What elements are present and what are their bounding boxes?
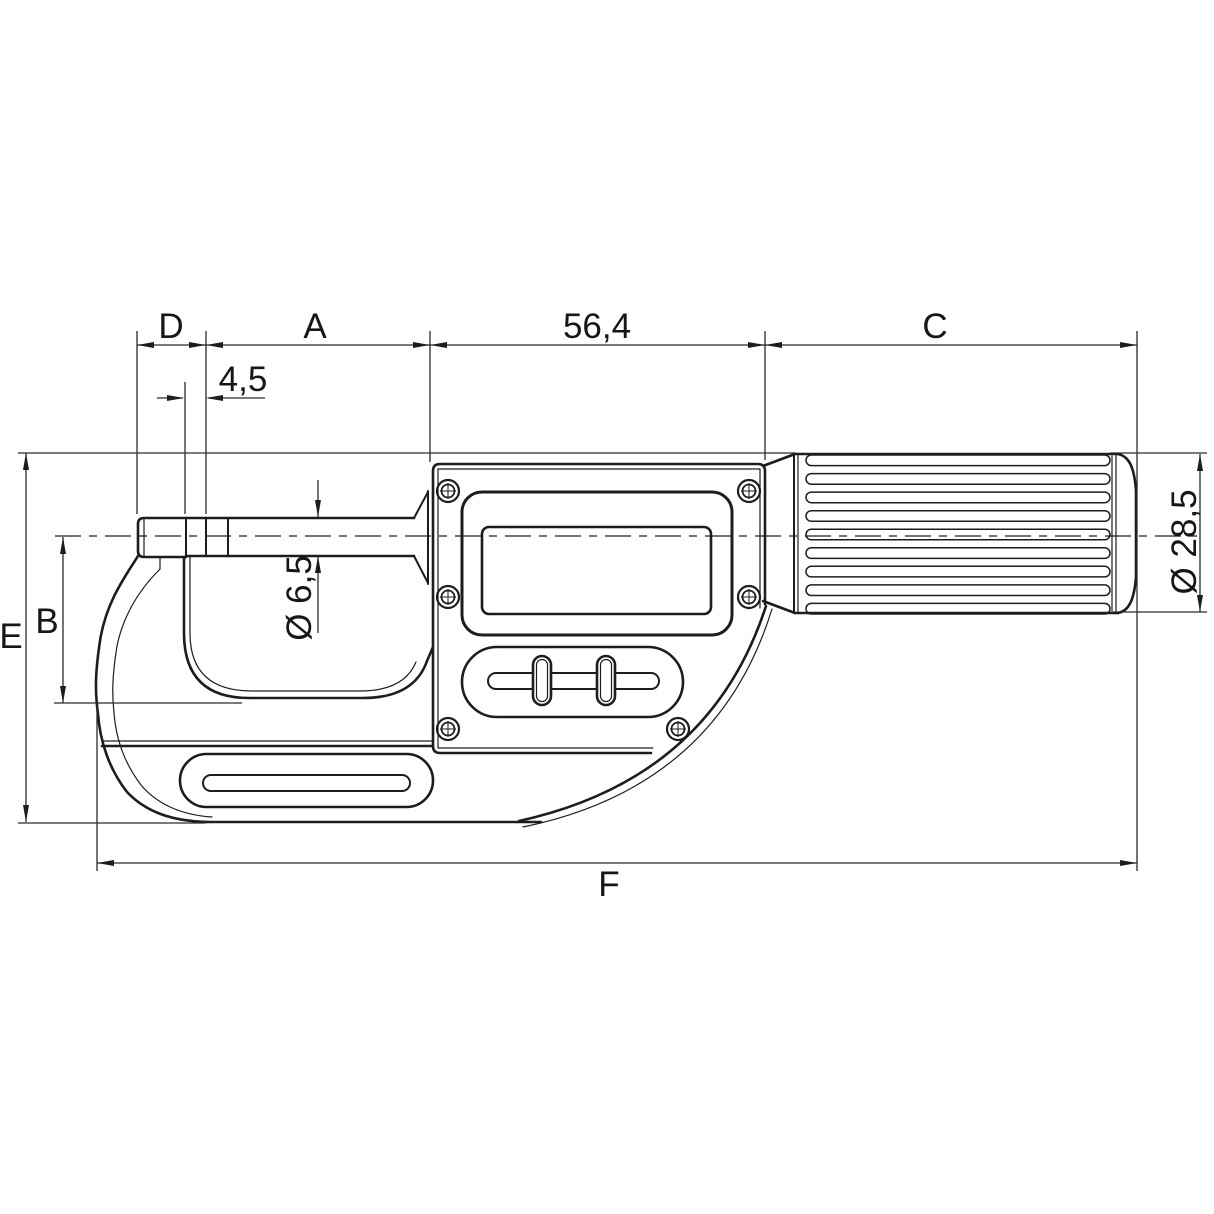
label-handle-diameter: Ø 28,5 [1165,489,1204,594]
screw-icon [665,716,691,742]
dimension-handle-diameter [1197,454,1203,612]
extension-lines [18,331,1207,871]
label-f: F [598,865,619,904]
knurl-flutes [805,454,1111,615]
dimension-f [97,860,1137,866]
label-e: E [0,617,23,656]
label-b: B [35,602,58,641]
lcd-display [460,490,734,637]
dimension-e [23,453,29,822]
button-2 [595,654,617,707]
lcd-window [480,525,713,616]
display-bezel [460,490,734,637]
screw-icon [736,478,762,504]
screw-icon [435,716,461,742]
grip-cone [761,452,799,615]
dimension-labels: D A 56,4 C 4,5 B E F Ø 6,5 Ø 28,5 [0,307,1204,904]
button-panel [460,645,685,719]
screw-icon [435,584,461,610]
label-d: D [158,307,183,346]
button-1 [531,654,553,707]
dimension-lines [18,331,1207,871]
label-a: A [303,307,327,346]
base [100,604,773,828]
micrometer-body [94,452,1138,828]
dimension-spindle-diameter [315,480,321,633]
spindle [184,490,429,585]
base-slot-outer [178,752,435,809]
base-slot-inner [202,774,411,792]
frame-heel-arc [517,604,768,823]
anvil [136,516,188,559]
dimension-top-chain [137,342,1137,348]
label-4-5: 4,5 [219,360,268,399]
slider-slot [487,672,660,690]
dimension-4-5 [157,395,265,401]
faceplate-screws [435,478,762,742]
label-spindle-diameter: Ø 6,5 [280,555,319,641]
handle-end-cap [1116,452,1138,615]
frame-opening [182,555,435,700]
screw-icon [435,478,461,504]
label-c: C [922,307,947,346]
label-56-4: 56,4 [563,307,631,346]
handle-grip [793,452,1138,615]
screw-icon [736,584,762,610]
dimension-b [60,537,66,703]
frame-left-arm [94,554,213,824]
